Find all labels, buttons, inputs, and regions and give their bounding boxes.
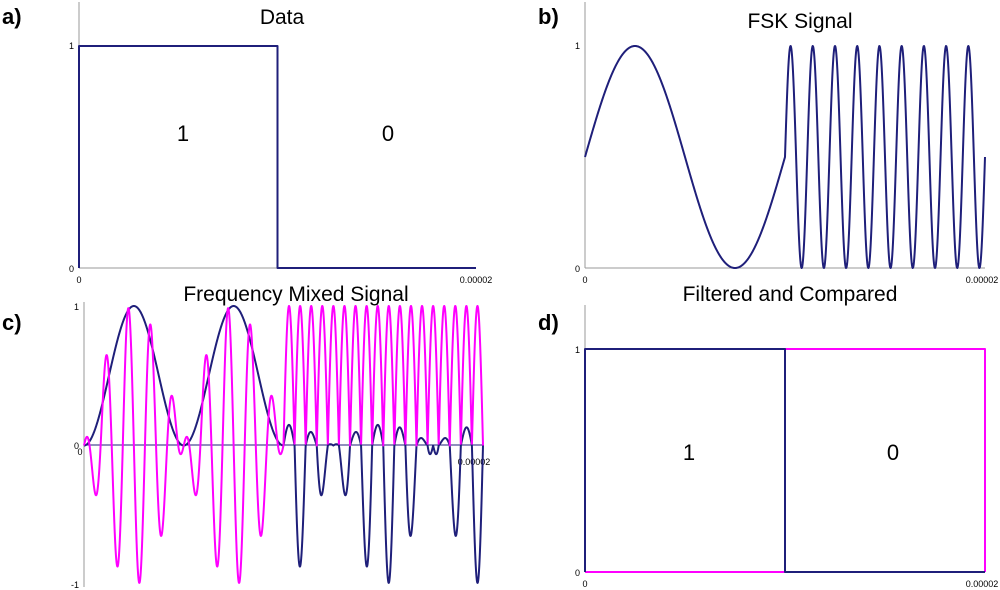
panel-a-ytick-0: 0	[69, 264, 74, 274]
panel-c-ytick-neg1: -1	[71, 580, 79, 590]
panel-d-ytick-1: 1	[575, 345, 580, 355]
panel-b-ytick-0: 0	[575, 264, 580, 274]
panel-a-series-data	[78, 45, 476, 269]
panel-c-xtick-max: 0.00002	[458, 457, 491, 467]
panel-d: d) Filtered and Compared 1 0 0 0.00002 1…	[538, 283, 998, 589]
panel-d-series-navy	[584, 348, 985, 573]
panel-a-xtick-max: 0.00002	[460, 275, 493, 285]
panel-c-series-magenta	[83, 305, 484, 584]
panel-b: b) FSK Signal 1 0 0 0.00002	[538, 2, 998, 285]
panel-a: a) Data 1 0 0 0.00002 1 0	[2, 2, 492, 285]
panel-d-xtick-max: 0.00002	[966, 579, 999, 589]
panel-b-xtick-max: 0.00002	[966, 275, 999, 285]
panel-c-ytick-0: 0	[74, 441, 79, 451]
panel-a-region-0: 0	[382, 121, 394, 146]
panel-a-ytick-1: 1	[69, 41, 74, 51]
panel-a-xtick-0: 0	[76, 275, 81, 285]
panel-c: c) Frequency Mixed Signal 1 0 -1 0 0.000…	[2, 283, 490, 590]
panel-c-letter: c)	[2, 310, 22, 335]
panel-a-region-1: 1	[177, 121, 189, 146]
panel-c-title: Frequency Mixed Signal	[183, 283, 408, 306]
panel-b-letter: b)	[538, 4, 559, 29]
panel-d-xtick-0: 0	[582, 579, 587, 589]
panel-d-title: Filtered and Compared	[683, 283, 898, 306]
panel-c-ytick-1: 1	[74, 302, 79, 312]
panel-d-letter: d)	[538, 310, 559, 335]
panel-b-title: FSK Signal	[747, 10, 852, 33]
panel-b-ytick-1: 1	[575, 41, 580, 51]
panel-b-xtick-0: 0	[582, 275, 587, 285]
panel-d-ytick-0: 0	[575, 568, 580, 578]
panel-d-region-1: 1	[683, 440, 695, 465]
panel-d-region-0: 0	[887, 440, 899, 465]
panel-b-series-fsk	[584, 45, 986, 269]
panel-c-xtick-0: 0	[77, 447, 82, 457]
panel-a-letter: a)	[2, 4, 22, 29]
panel-a-title: Data	[260, 6, 305, 29]
